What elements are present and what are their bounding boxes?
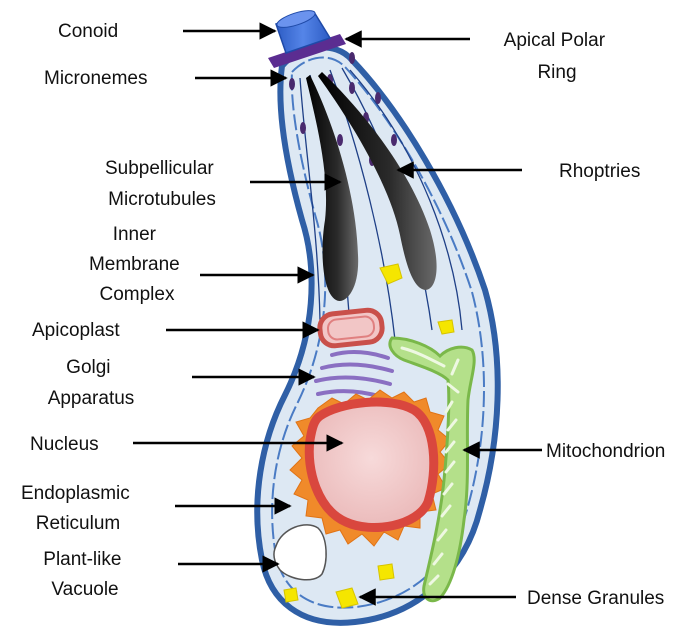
label-apical-polar-ring: Apical Polar Ring [504, 30, 611, 83]
label-rhoptries: Rhoptries [559, 161, 640, 182]
label-apicoplast: Apicoplast [32, 320, 120, 341]
label-plant-like-vacuole: Plant-like Vacuole [43, 549, 126, 600]
label-mitochondrion: Mitochondrion [546, 441, 665, 462]
label-golgi-apparatus: Golgi Apparatus [48, 357, 135, 409]
nucleus [309, 402, 434, 527]
label-nucleus: Nucleus [30, 434, 99, 455]
label-conoid: Conoid [58, 21, 118, 42]
label-inner-membrane-complex: Inner Membrane Complex [89, 224, 185, 305]
label-endoplasmic-reticulum: Endoplasmic Reticulum [21, 483, 135, 534]
label-micronemes: Micronemes [44, 68, 147, 89]
apicoplast [318, 309, 383, 347]
label-dense-granules: Dense Granules [527, 588, 664, 609]
label-subpellicular-microtubules: Subpellicular Microtubules [105, 158, 219, 210]
